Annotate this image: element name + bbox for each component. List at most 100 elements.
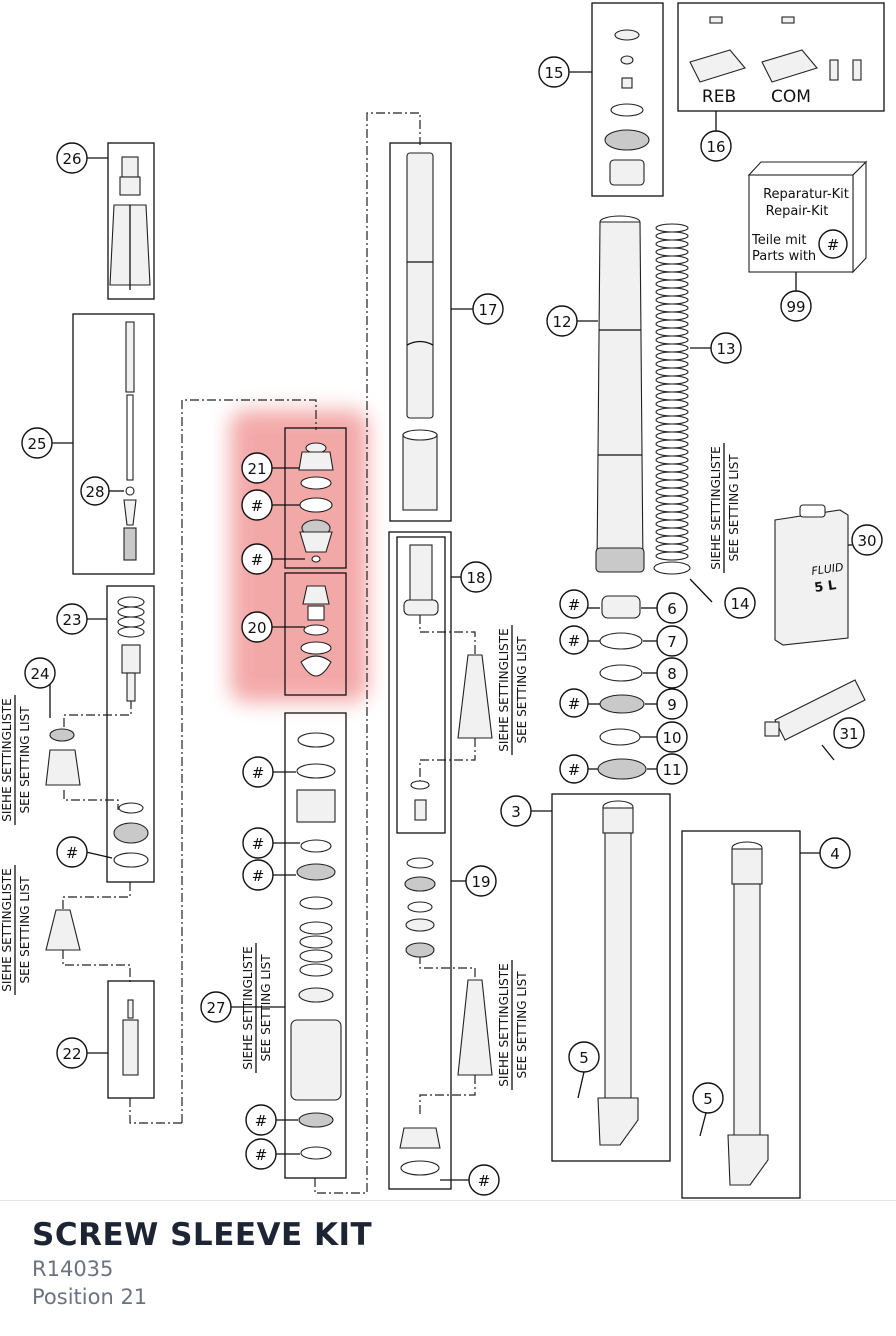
svg-text:#: #: [251, 551, 264, 569]
teile-mit: Teile mit: [751, 233, 806, 248]
spring-coil: [655, 327, 689, 337]
callout-18: 18: [460, 561, 492, 593]
callout-hash-21a: #: [241, 489, 273, 521]
spring-coil: [655, 527, 689, 537]
callout-15: 15: [538, 56, 570, 88]
svg-text:24: 24: [30, 665, 49, 683]
spring-coil: [655, 495, 689, 505]
spring-coil: [655, 223, 689, 233]
svg-text:31: 31: [839, 725, 858, 743]
exploded-parts-diagram: SIEHE SETTINGLISTE SEE SETTING LIST SIEH…: [0, 2, 885, 1199]
callout-7: 7: [656, 625, 688, 657]
callout-20: 20: [241, 611, 273, 643]
svg-text:#: #: [252, 835, 265, 853]
svg-text:SEE SETTING LIST: SEE SETTING LIST: [18, 876, 32, 984]
svg-text:#: #: [252, 867, 265, 885]
spring-coil: [655, 335, 689, 345]
svg-text:20: 20: [247, 619, 266, 637]
spring-coil: [655, 551, 689, 561]
callout-hash-27b: #: [242, 827, 274, 859]
svg-text:27: 27: [206, 999, 225, 1017]
spring-coil: [655, 519, 689, 529]
svg-text:SIEHE SETTINGLISTE: SIEHE SETTINGLISTE: [497, 963, 511, 1086]
callout-9: 9: [656, 688, 688, 720]
svg-text:6: 6: [667, 600, 677, 618]
svg-text:12: 12: [552, 313, 571, 331]
spring-coil: [655, 431, 689, 441]
svg-text:SEE SETTING LIST: SEE SETTING LIST: [18, 706, 32, 814]
spring-coil: [655, 407, 689, 417]
svg-text:19: 19: [471, 873, 490, 891]
svg-text:4: 4: [830, 845, 840, 863]
svg-text:#: #: [251, 497, 264, 515]
spring-coil: [655, 423, 689, 433]
svg-text:SIEHE SETTINGLISTE: SIEHE SETTINGLISTE: [0, 868, 14, 991]
svg-text:SEE SETTING LIST: SEE SETTING LIST: [259, 954, 273, 1062]
callout-22: 22: [56, 1037, 88, 1069]
callout-28: 28: [80, 476, 110, 506]
callout-5a: 5: [568, 1041, 600, 1073]
kit-position: Position 21: [32, 1285, 148, 1309]
spring-coil: [655, 503, 689, 513]
spring-coil: [655, 271, 689, 281]
setting-list-labels: SIEHE SETTINGLISTE SEE SETTING LIST SIEH…: [0, 443, 741, 1090]
kit-code: R14035: [32, 1257, 114, 1281]
svg-text:#: #: [827, 236, 840, 254]
spring-coil: [655, 351, 689, 361]
callout-hash-27a: #: [242, 756, 274, 788]
spring-coil: [655, 383, 689, 393]
spring-coil: [655, 319, 689, 329]
part-20-drawing: [300, 585, 332, 677]
svg-text:30: 30: [857, 532, 876, 550]
svg-text:28: 28: [85, 483, 104, 501]
svg-text:18: 18: [466, 569, 485, 587]
callout-hash-27d: #: [245, 1104, 277, 1136]
svg-text:#: #: [568, 596, 581, 614]
callout-25: 25: [21, 427, 53, 459]
com-label: COM: [771, 87, 811, 107]
svg-text:99: 99: [786, 298, 805, 316]
svg-text:SEE SETTING LIST: SEE SETTING LIST: [515, 971, 529, 1079]
spring-coil: [655, 463, 689, 473]
callout-26: 26: [56, 142, 88, 174]
callout-30: 30: [851, 524, 883, 556]
svg-text:14: 14: [730, 595, 749, 613]
kit-title: SCREW SLEEVE KIT: [32, 1217, 373, 1253]
spring-coil: [655, 471, 689, 481]
callout-19: 19: [465, 865, 497, 897]
callout-hash-21b: #: [241, 543, 273, 575]
svg-text:7: 7: [667, 633, 677, 651]
callout-6: 6: [656, 592, 688, 624]
callout-hash-27e: #: [245, 1138, 277, 1170]
spring-coil: [655, 311, 689, 321]
svg-text:SIEHE SETTINGLISTE: SIEHE SETTINGLISTE: [709, 446, 723, 569]
svg-text:SIEHE SETTINGLISTE: SIEHE SETTINGLISTE: [0, 698, 14, 821]
svg-text:SIEHE SETTINGLISTE: SIEHE SETTINGLISTE: [241, 946, 255, 1069]
part-21-drawing: [298, 442, 334, 563]
svg-text:25: 25: [27, 435, 46, 453]
spring-coil: [655, 455, 689, 465]
callout-hash-27c: #: [242, 859, 274, 891]
callout-31: 31: [833, 717, 865, 749]
svg-text:26: 26: [62, 150, 81, 168]
callout-16: 16: [700, 130, 732, 162]
svg-text:15: 15: [544, 64, 563, 82]
svg-text:17: 17: [478, 301, 497, 319]
fluid-label: FLUID: [811, 561, 845, 578]
part-drawings: [45, 16, 868, 1186]
spring-coil: [655, 391, 689, 401]
spring-coil: [655, 447, 689, 457]
callout-23: 23: [56, 603, 88, 635]
callout-hash-23: #: [56, 836, 88, 868]
callout-27: 27: [200, 991, 232, 1023]
callout-8: 8: [656, 657, 688, 689]
spring-coil: [655, 399, 689, 409]
part-frames: [72, 2, 885, 1199]
svg-text:#: #: [568, 761, 581, 779]
svg-text:SIEHE SETTINGLISTE: SIEHE SETTINGLISTE: [497, 628, 511, 751]
svg-text:23: 23: [62, 611, 81, 629]
spring-coil: [655, 287, 689, 297]
spring-coil: [655, 543, 689, 553]
callout-hash-11: #: [559, 754, 589, 784]
callout-hash-19: #: [468, 1164, 500, 1196]
